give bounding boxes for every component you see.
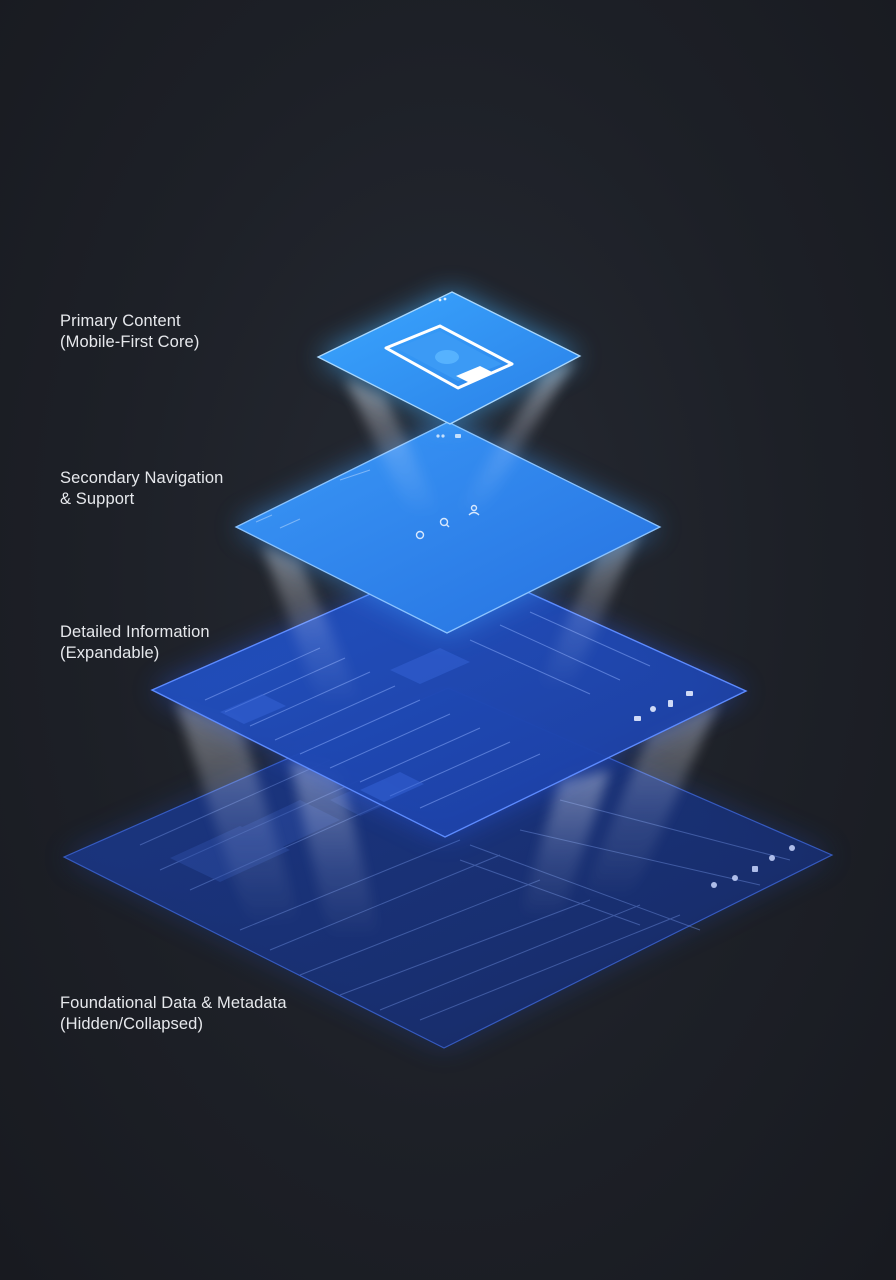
grid-icon [634,716,641,721]
light-beams-lower [175,700,720,940]
search-icon [439,517,450,528]
label-line: (Mobile-First Core) [60,333,200,351]
label-line: (Expandable) [60,644,160,662]
label-line: Detailed Information [60,623,210,641]
label-line: Primary Content [60,312,181,330]
light-beams-upper [345,360,575,515]
home-icon [415,530,425,540]
label-line: (Hidden/Collapsed) [60,1015,204,1033]
label-primary-content: Primary Content (Mobile-First Core) [60,311,380,353]
detail-cards [220,648,470,802]
label-secondary-navigation: Secondary Navigation & Support [60,468,380,510]
detail-toolbar-icons [634,691,693,721]
secondary-content [255,469,371,529]
camera-icon [686,691,693,696]
label-line: & Support [60,490,135,508]
primary-status [438,297,447,302]
label-line: Secondary Navigation [60,469,224,487]
search-icon [650,706,656,712]
primary-layer [316,291,582,425]
secondary-status [436,434,461,438]
label-detailed-information: Detailed Information (Expandable) [60,622,380,664]
label-foundational-data: Foundational Data & Metadata (Hidden/Col… [60,993,380,1035]
smartphone-icon [384,324,514,390]
foundation-toolbar-icons [711,845,795,888]
document-icon [668,700,673,707]
label-line: Foundational Data & Metadata [60,994,287,1012]
light-beams-middle [262,530,640,705]
secondary-layer [234,421,662,634]
